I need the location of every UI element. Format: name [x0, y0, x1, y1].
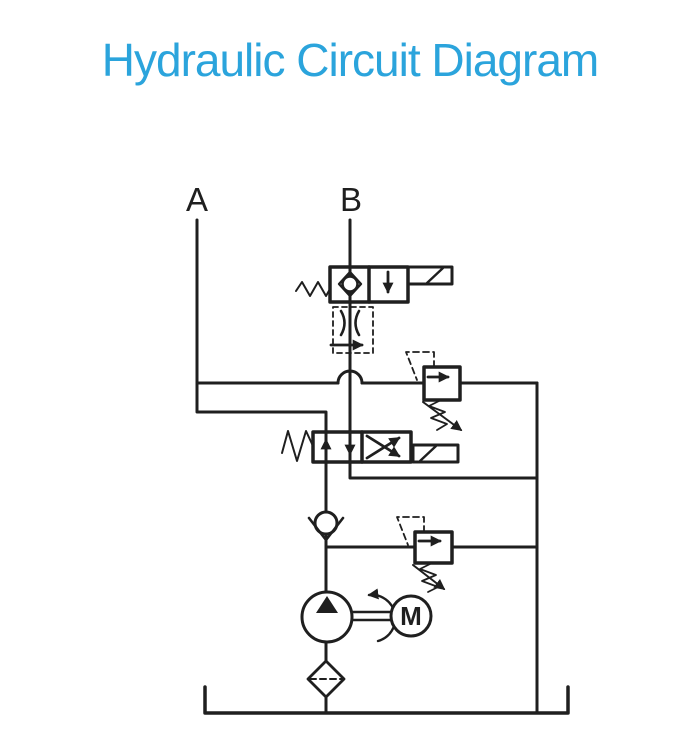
component-enclosure-dashed — [332, 306, 374, 354]
spring-icon — [428, 399, 448, 431]
check-ball-icon — [313, 510, 339, 536]
port-a-label: A — [186, 181, 208, 218]
motor-circle — [389, 594, 433, 638]
check-seat-right — [324, 516, 345, 542]
pump-circle — [300, 590, 354, 644]
solenoid-directional-valve — [281, 430, 460, 464]
solenoid-diagonal — [418, 444, 438, 463]
diagram-title: Hydraulic Circuit Diagram — [102, 34, 598, 86]
solenoid-diagonal — [425, 266, 445, 285]
circuit-lines-root — [195, 218, 570, 715]
relief-valve-port-a — [405, 351, 463, 431]
reservoir-tank — [203, 685, 570, 715]
solenoid-poppet-valve — [295, 265, 454, 304]
relief-valve-pump — [396, 516, 454, 593]
pipe-lines — [195, 218, 539, 715]
adjustment-arrow-icon — [412, 564, 446, 591]
motor-label: M — [400, 601, 422, 631]
port-b-label: B — [340, 181, 362, 218]
suction-filter — [306, 659, 346, 699]
electric-motor — [389, 594, 433, 638]
drive-shaft — [350, 588, 397, 643]
crossed-arrow-up-icon — [365, 436, 401, 460]
restrictor-curve-right — [354, 309, 361, 337]
restrictor-curve-left — [339, 309, 346, 337]
spring-icon — [295, 281, 331, 297]
relief-valve-body — [422, 365, 462, 402]
adjustment-arrow-icon — [422, 401, 463, 431]
solenoid-icon — [406, 265, 454, 286]
check-seat-left — [307, 516, 328, 542]
relief-valve-body — [413, 530, 454, 565]
line-crossing-bridge — [336, 369, 364, 385]
pump-direction-triangle-icon — [316, 596, 338, 613]
hydraulic-pump — [300, 590, 354, 644]
spring-icon — [281, 430, 314, 462]
port-b-line — [348, 218, 539, 480]
check-valve — [307, 510, 345, 542]
crossed-arrow-down-icon — [365, 434, 401, 458]
poppet-ball-icon — [341, 275, 359, 293]
port-a-line — [195, 218, 328, 715]
flow-control-restrictor — [329, 306, 374, 354]
